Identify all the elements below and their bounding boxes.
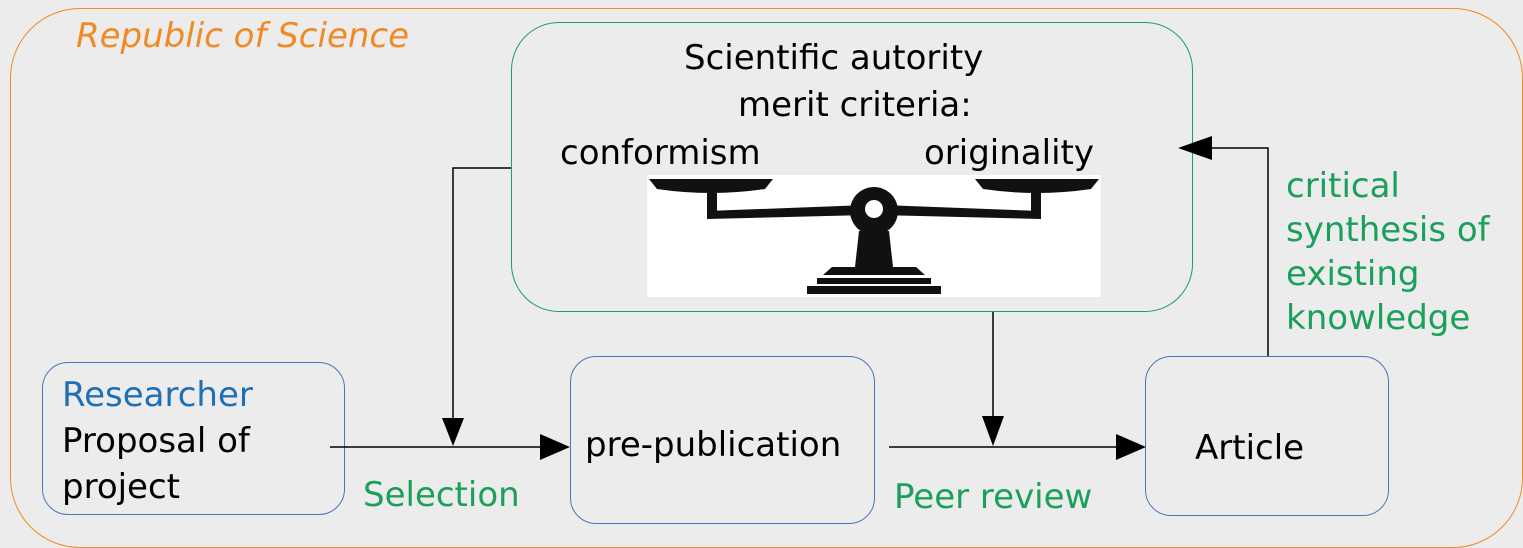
criterion-originality: originality <box>924 133 1094 173</box>
edge-label-feedback-1: critical <box>1286 166 1400 206</box>
researcher-box <box>42 362 345 515</box>
prepublication-label: pre-publication <box>585 425 842 465</box>
article-label: Article <box>1195 428 1305 468</box>
edge-label-selection: Selection <box>363 475 520 515</box>
researcher-role: Researcher <box>62 375 253 415</box>
arrowhead-peer-review <box>1116 434 1146 460</box>
arrow-feedback <box>1210 147 1269 356</box>
connector-layer <box>330 136 1269 460</box>
edge-label-feedback-4: knowledge <box>1286 298 1471 338</box>
article-box <box>1145 356 1389 516</box>
researcher-line2: project <box>62 467 181 507</box>
criterion-conformism: conformism <box>560 133 761 173</box>
arrow-authority-to-selection <box>452 167 511 424</box>
arrowhead-selection <box>540 434 570 460</box>
arrowhead-authority-to-selection <box>442 418 464 446</box>
authority-subtitle: merit criteria: <box>738 85 972 125</box>
arrowhead-authority-to-peer-review <box>982 416 1004 446</box>
researcher-line1: Proposal of <box>62 421 250 461</box>
arrowhead-feedback <box>1178 136 1212 160</box>
edge-label-feedback-2: synthesis of <box>1286 210 1490 250</box>
authority-title: Scientific autority <box>684 38 984 78</box>
republic-label: Republic of Science <box>76 16 410 56</box>
balance-scale-icon <box>647 175 1101 297</box>
edge-label-feedback-3: existing <box>1286 254 1420 294</box>
edge-label-peer-review: Peer review <box>894 477 1093 517</box>
prepublication-box <box>570 356 875 524</box>
